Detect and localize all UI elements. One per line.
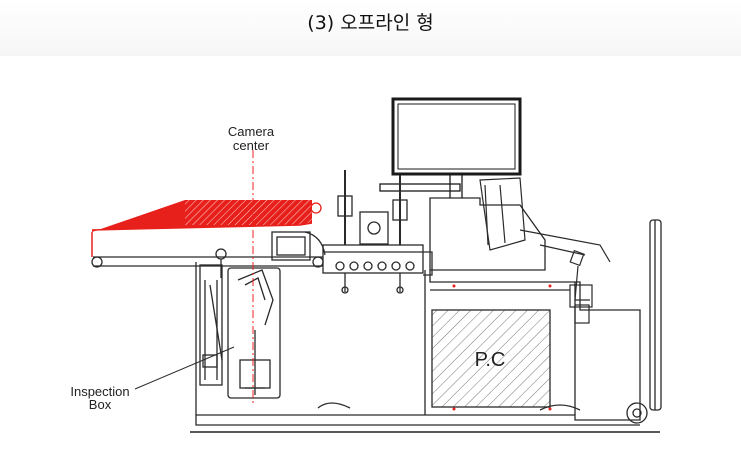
red-tray	[91, 200, 322, 257]
machine-housing	[424, 197, 600, 415]
inspection-box-label-line1: Inspection	[70, 384, 129, 399]
title-band	[0, 0, 741, 56]
camera-center-label-line2: center	[233, 138, 270, 153]
camera-housing	[271, 231, 326, 261]
inspection-box	[227, 267, 281, 399]
handle-post	[649, 219, 662, 411]
inspection-box-leader	[134, 346, 235, 390]
wheel	[626, 402, 648, 424]
inspection-box-label-line2: Box	[89, 397, 112, 412]
transfer-unit	[322, 170, 433, 294]
page-title: (3) 오프라인 형	[307, 12, 434, 34]
conveyor	[91, 256, 324, 268]
pc-label: P.C	[475, 349, 506, 371]
camera-center-label-line1: Camera	[228, 124, 275, 139]
machine-base	[195, 262, 641, 426]
pc-box	[431, 309, 551, 408]
side-arm	[479, 177, 611, 324]
lift-column	[199, 248, 227, 386]
monitor	[379, 97, 522, 198]
